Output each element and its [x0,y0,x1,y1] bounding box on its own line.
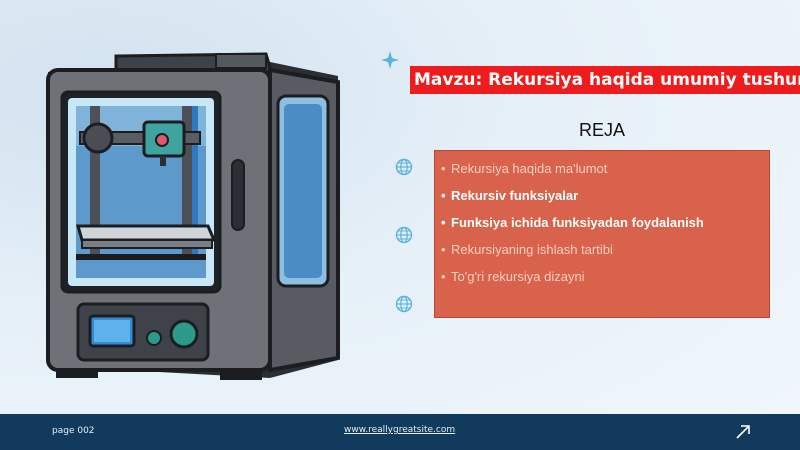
plan-item: •Funksiya ichida funksiyadan foydalanish [441,215,704,230]
footer-bar: page 002 www.reallygreatsite.com [0,414,800,450]
globe-icon [395,295,413,313]
plan-list: •Rekursiya haqida ma'lumot •Rekursiv fun… [441,155,759,290]
page-number: page 002 [52,426,95,436]
plan-box: •Rekursiya haqida ma'lumot •Rekursiv fun… [434,150,770,318]
plan-item: •To'g'ri rekursiya dizayni [441,269,585,284]
3d-printer-illustration [46,52,340,380]
plan-item: •Rekursiya haqida ma'lumot [441,161,608,176]
globe-icon [395,158,413,176]
globe-icon [395,226,413,244]
plan-item: •Rekursiv funksiyalar [441,188,579,203]
plan-heading: REJA [578,120,625,140]
plan-item: •Rekursiyaning ishlash tartibi [441,242,613,257]
arrow-up-right-icon[interactable] [734,423,752,441]
slide-title: Mavzu: Rekursiya haqida umumiy tushuncha [410,66,800,94]
sparkle-icon [381,51,399,69]
website-link[interactable]: www.reallygreatsite.com [344,425,456,435]
